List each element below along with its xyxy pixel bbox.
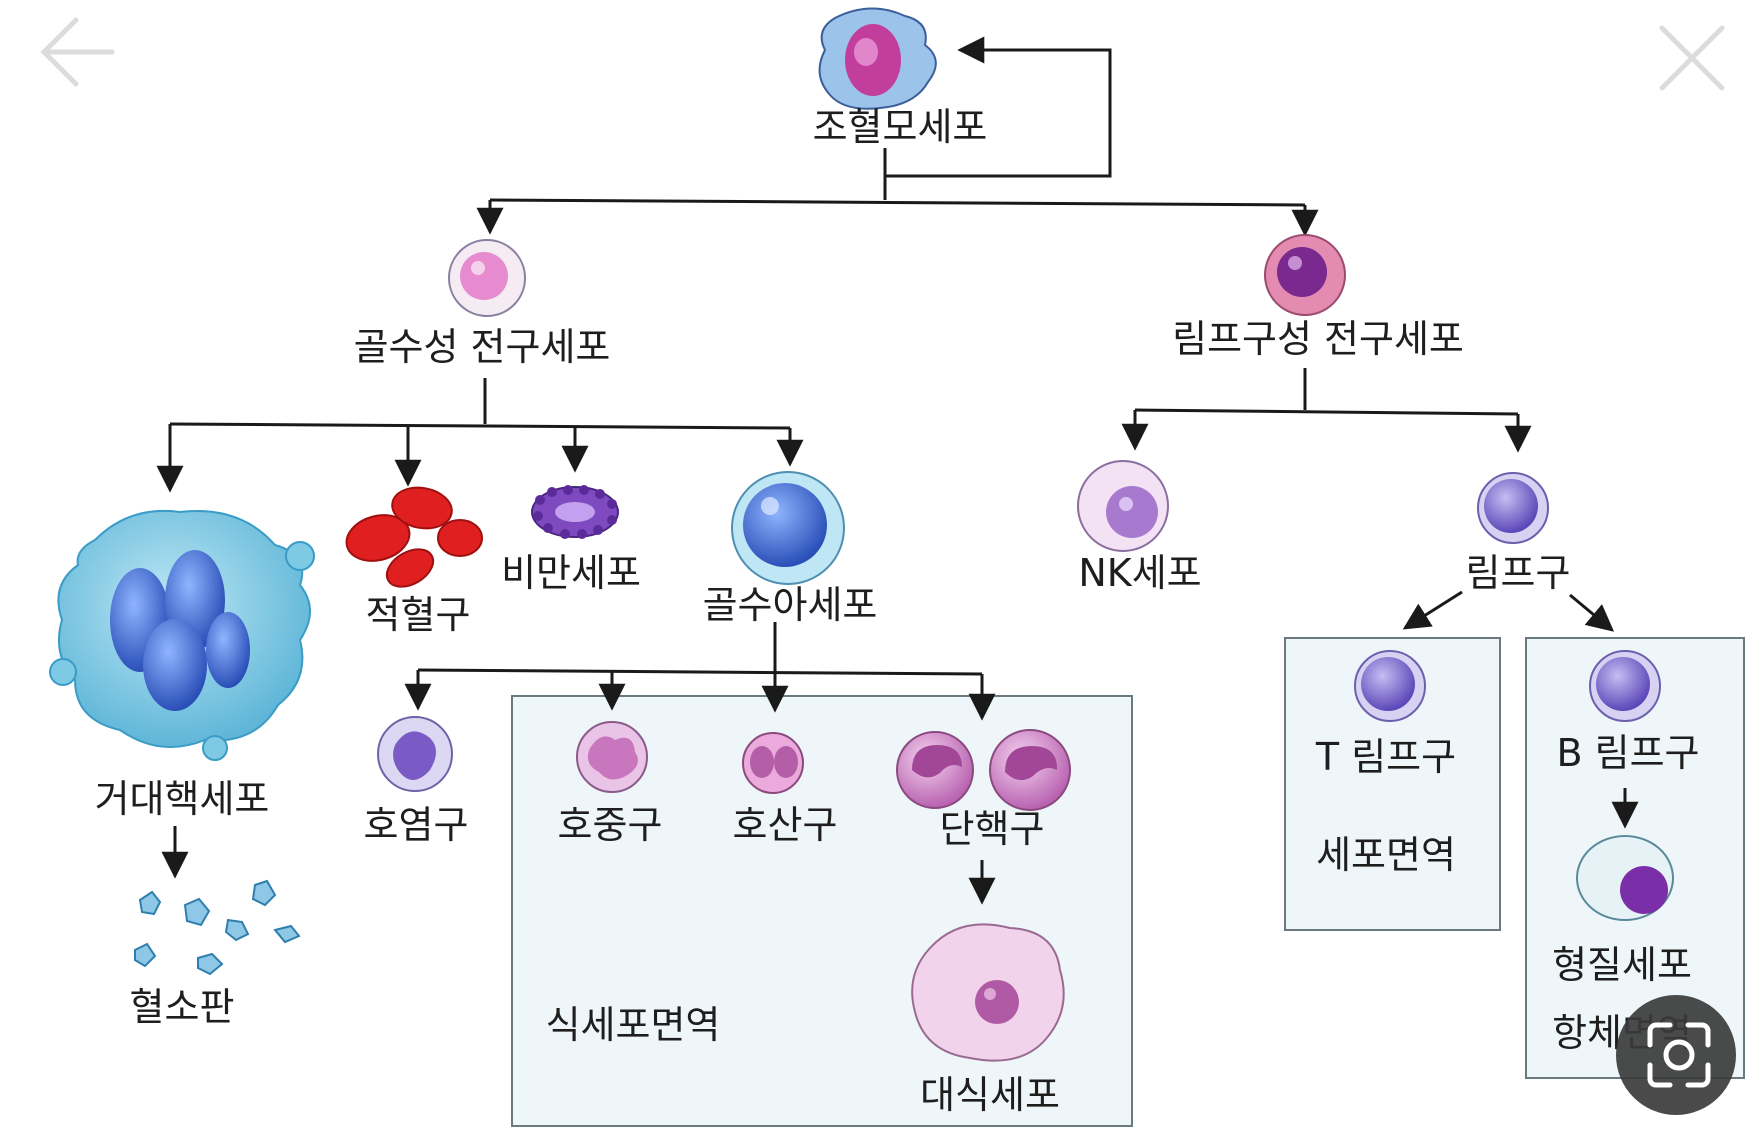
neutrophil-image bbox=[576, 721, 648, 793]
close-button[interactable] bbox=[1650, 15, 1730, 95]
lymphocyte-image bbox=[1477, 472, 1549, 544]
label-macrophage: 대식세포 bbox=[920, 1073, 1060, 1117]
megakaryocyte-image bbox=[49, 509, 315, 761]
myeloblast-image bbox=[731, 471, 845, 585]
monocyte-image bbox=[896, 729, 1071, 811]
label-basophil: 호염구 bbox=[364, 803, 469, 847]
label-lymphocyte: 림프구 bbox=[1466, 551, 1571, 595]
b-lymphocyte-image bbox=[1589, 650, 1661, 722]
connector-lines bbox=[156, 36, 1639, 905]
camera-lens-icon bbox=[1647, 1022, 1711, 1088]
label-eosinophil: 호산구 bbox=[733, 803, 838, 847]
close-x-icon bbox=[1659, 25, 1725, 91]
label-mast-cell: 비만세포 bbox=[501, 551, 641, 595]
label-cellular-immunity: 세포면역 bbox=[1316, 833, 1456, 877]
mast-cell-image bbox=[531, 485, 619, 539]
label-myeloblast: 골수아세포 bbox=[703, 583, 878, 627]
label-nk-cell: NK세포 bbox=[1078, 551, 1201, 595]
label-plasma-cell: 형질세포 bbox=[1552, 943, 1692, 987]
erythrocytes-image bbox=[345, 486, 483, 588]
label-b-lymphocyte: B 림프구 bbox=[1556, 731, 1699, 775]
label-platelet: 혈소판 bbox=[130, 985, 235, 1029]
back-button[interactable] bbox=[30, 10, 130, 90]
platelets-image bbox=[134, 879, 301, 976]
label-monocyte: 단핵구 bbox=[940, 807, 1045, 851]
t-lymphocyte-image bbox=[1354, 650, 1426, 722]
arrow-left-icon bbox=[40, 17, 115, 87]
eosinophil-image bbox=[742, 732, 804, 794]
label-phagocytic-immunity: 식세포면역 bbox=[546, 1003, 721, 1047]
label-lymphoid-progenitor: 림프구성 전구세포 bbox=[1172, 317, 1464, 361]
label-neutrophil: 호중구 bbox=[558, 803, 663, 847]
hsc-cell-image bbox=[818, 7, 937, 110]
label-hsc: 조혈모세포 bbox=[813, 105, 988, 149]
label-megakaryocyte: 거대핵세포 bbox=[95, 777, 270, 821]
lymphoid-progenitor-image bbox=[1264, 234, 1346, 316]
macrophage-image bbox=[911, 923, 1065, 1062]
label-myeloid-progenitor: 골수성 전구세포 bbox=[354, 325, 611, 369]
lens-button[interactable] bbox=[1616, 995, 1736, 1115]
plasma-cell-image bbox=[1576, 835, 1674, 921]
label-t-lymphocyte: T 림프구 bbox=[1315, 735, 1456, 779]
nk-cell-image bbox=[1077, 460, 1169, 552]
label-erythrocyte: 적혈구 bbox=[366, 593, 471, 637]
myeloid-progenitor-image bbox=[448, 239, 526, 317]
basophil-image bbox=[377, 716, 453, 792]
